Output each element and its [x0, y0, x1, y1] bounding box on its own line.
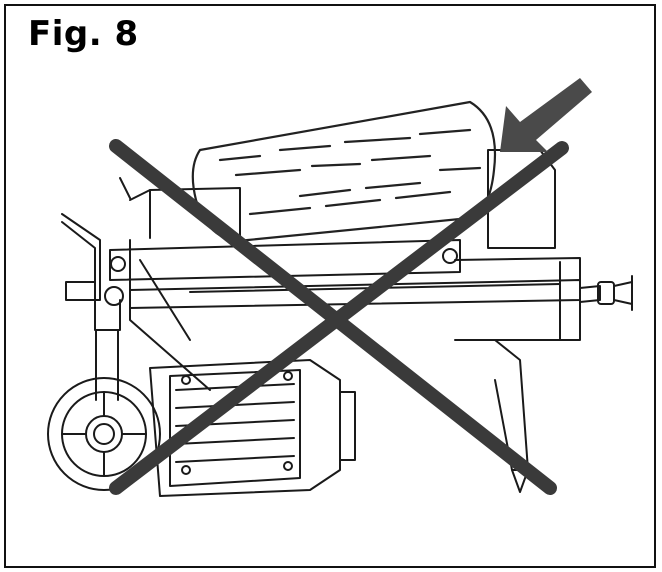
- machine-housing: [119, 177, 241, 391]
- top-rail: [109, 239, 461, 281]
- arrow-down-left-icon: [500, 78, 592, 152]
- figure-label: Fig. 8: [28, 14, 139, 54]
- log: [191, 100, 496, 242]
- end-fitting: [579, 275, 633, 311]
- flywheel: [47, 377, 161, 491]
- left-bracket: [61, 213, 124, 401]
- x-mark-icon: [109, 139, 569, 495]
